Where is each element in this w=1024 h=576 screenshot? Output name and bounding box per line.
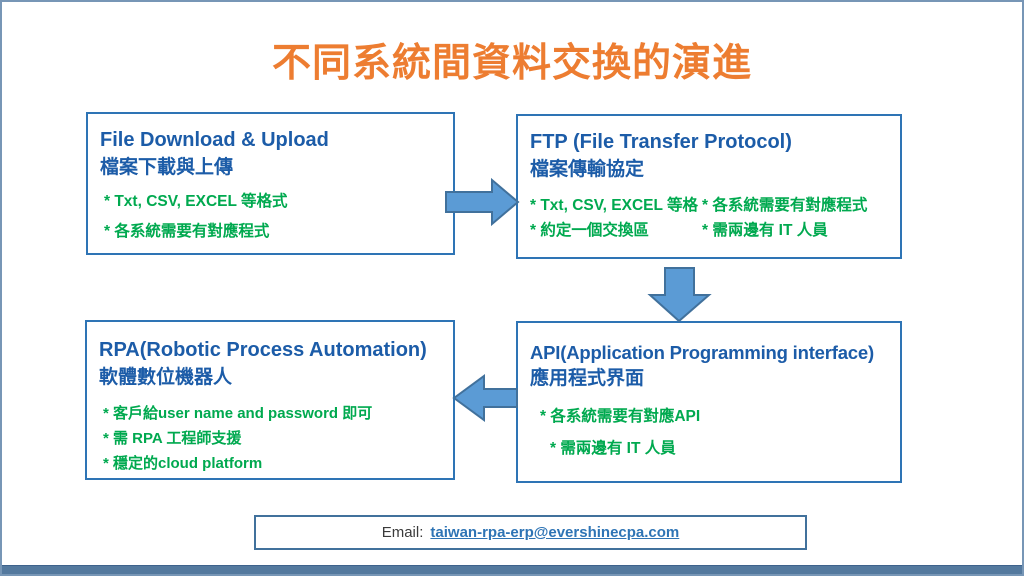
- box-ftp-bullet-col1: * Txt, CSV, EXCEL 等格 * 約定一個交換區: [530, 197, 702, 248]
- box-file-title-en: File Download & Upload: [100, 129, 329, 151]
- box-ftp-bullet-col2: * 各系統需要有對應程式 * 需兩邊有 IT 人員: [702, 197, 900, 248]
- box-ftp-bullet: * 各系統需要有對應程式: [702, 196, 868, 214]
- box-ftp-bullet-columns: * Txt, CSV, EXCEL 等格 * 約定一個交換區 * 各系統需要有對…: [530, 197, 900, 248]
- box-ftp-bullet: * Txt, CSV, EXCEL 等格: [530, 196, 698, 214]
- box-api-bullet: * 需兩邊有 IT 人員: [550, 440, 676, 458]
- email-box: Email: taiwan-rpa-erp@evershinecpa.com: [254, 515, 807, 550]
- arrow-right-icon: [445, 177, 520, 227]
- email-address-link[interactable]: taiwan-rpa-erp@evershinecpa.com: [430, 524, 680, 541]
- box-ftp-bullet: * 需兩邊有 IT 人員: [702, 222, 828, 240]
- box-api-bullet: * 各系統需要有對應API: [540, 407, 701, 425]
- box-rpa: RPA(Robotic Process Automation) 軟體數位機器人 …: [85, 320, 455, 480]
- box-file-bullet: * 各系統需要有對應程式: [104, 223, 270, 241]
- box-ftp-title-en: FTP (File Transfer Protocol): [530, 131, 792, 153]
- box-rpa-bullet: * 客戶給user name and password 即可: [103, 404, 373, 422]
- box-file-download-upload: File Download & Upload 檔案下載與上傳 * Txt, CS…: [86, 112, 455, 255]
- arrow-down-icon: [647, 267, 712, 323]
- box-rpa-bullet: * 穩定的cloud platform: [103, 454, 263, 472]
- box-rpa-title-zh: 軟體數位機器人: [99, 367, 233, 388]
- box-file-bullet: * Txt, CSV, EXCEL 等格式: [104, 192, 288, 210]
- box-api-title-en: API(Application Programming interface): [530, 342, 874, 363]
- box-api: API(Application Programming interface) 應…: [516, 321, 902, 483]
- box-api-title-zh: 應用程式界面: [530, 368, 645, 390]
- box-file-title-zh: 檔案下載與上傳: [100, 157, 234, 178]
- box-rpa-bullet: * 需 RPA 工程師支援: [103, 429, 242, 447]
- arrow-left-icon: [452, 374, 518, 422]
- box-rpa-title-en: RPA(Robotic Process Automation): [99, 339, 427, 361]
- slide-title: 不同系統間資料交換的演進: [271, 42, 752, 85]
- box-ftp-bullet: * 約定一個交換區: [530, 222, 649, 240]
- box-ftp: FTP (File Transfer Protocol) 檔案傳輸協定 * Tx…: [516, 114, 902, 259]
- email-label: Email:: [381, 524, 424, 541]
- slide-footer-bar: [2, 565, 1022, 574]
- box-ftp-title-zh: 檔案傳輸協定: [530, 159, 645, 180]
